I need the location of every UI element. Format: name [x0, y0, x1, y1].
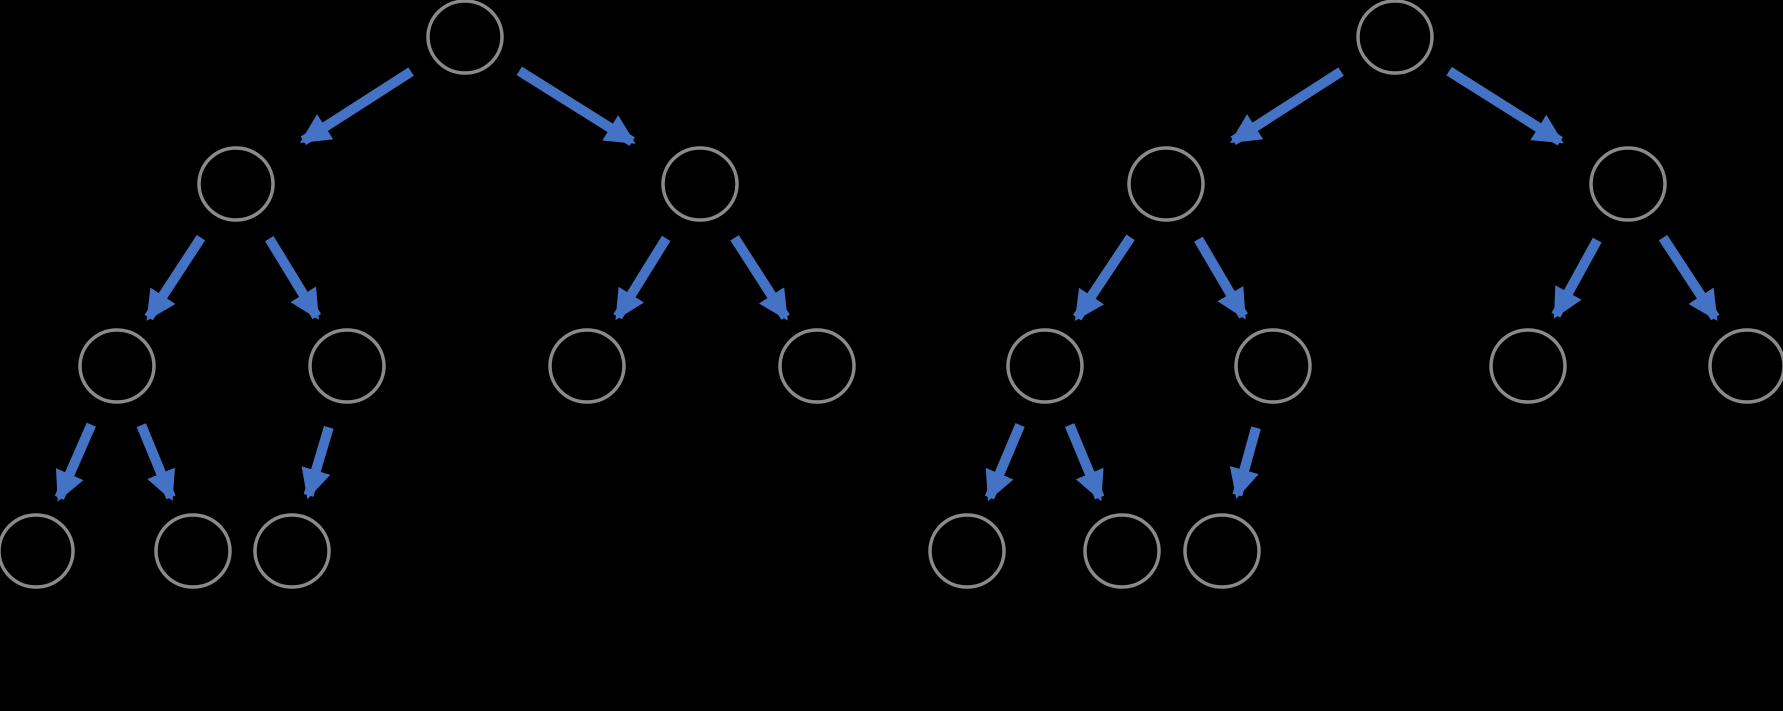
tree-node-left-tree-LL	[78, 328, 156, 404]
tree-node-right-tree-L	[1127, 146, 1205, 222]
tree-node-left-tree-LR	[308, 328, 386, 404]
edge-arrow-right-tree-R-RR	[1658, 234, 1720, 321]
edge-arrow-right-tree-L-LL	[1072, 234, 1135, 322]
edge-arrow-left-tree-R-RL	[613, 235, 671, 321]
edge-arrow-right-tree-LR-LRL	[1229, 426, 1261, 499]
tree-node-left-tree-R	[661, 146, 739, 222]
tree-node-right-tree-RL	[1489, 328, 1567, 404]
tree-node-left-tree-RR	[778, 328, 856, 404]
edge-arrow-right-tree-LL-LLR	[1064, 423, 1105, 502]
tree-node-right-tree-LL	[1006, 328, 1084, 404]
tree-node-left-tree-L	[197, 146, 275, 222]
tree-node-left-tree-RL	[548, 328, 626, 404]
edge-arrow-left-tree-LL-LLR	[136, 423, 176, 502]
edge-arrow-left-tree-L-LL	[144, 234, 206, 321]
tree-node-right-tree-LLL	[928, 513, 1006, 589]
edge-arrow-left-tree-root-R	[516, 66, 636, 146]
tree-node-left-tree-LLR	[154, 513, 232, 589]
edge-arrow-right-tree-L-LR	[1194, 236, 1248, 320]
edge-arrow-left-tree-LL-LLL	[54, 422, 96, 502]
edge-arrow-right-tree-root-R	[1446, 66, 1564, 146]
tree-node-left-tree-LLL	[0, 513, 75, 589]
tree-node-left-tree-root	[426, 0, 504, 75]
tree-node-right-tree-LRL	[1183, 513, 1261, 589]
tree-node-left-tree-LRL	[253, 513, 331, 589]
edge-arrow-right-tree-root-L	[1229, 67, 1344, 146]
tree-node-right-tree-R	[1589, 146, 1667, 222]
edge-arrow-right-tree-R-RL	[1551, 237, 1602, 319]
tree-node-right-tree-LR	[1234, 328, 1312, 404]
tree-node-right-tree-root	[1356, 0, 1434, 75]
edge-arrow-left-tree-R-RR	[730, 235, 790, 321]
tree-node-right-tree-RR	[1708, 328, 1783, 404]
edge-arrow-left-tree-L-LR	[265, 235, 322, 320]
edge-arrow-left-tree-root-L	[299, 67, 414, 146]
left-tree	[0, 0, 856, 589]
edge-arrow-left-tree-LR-LRL	[301, 425, 334, 500]
tree-node-right-tree-LLR	[1083, 513, 1161, 589]
right-tree	[928, 0, 1783, 589]
edge-arrow-right-tree-LL-LLL	[984, 423, 1025, 502]
